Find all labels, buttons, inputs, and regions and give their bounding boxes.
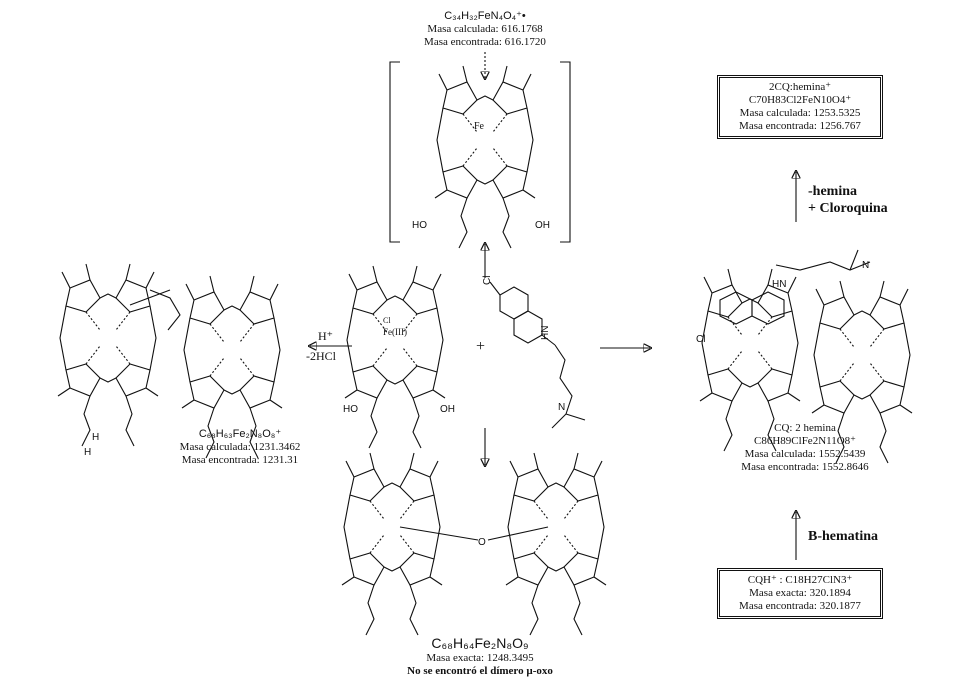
- bottom-formula: C₆₈H₆₄Fe₂N₈O₉: [431, 635, 529, 651]
- svg-text:Cl: Cl: [696, 334, 705, 345]
- bottom-mass-exact: Masa exacta: 1248.3495: [426, 652, 534, 664]
- left-arrow-bottom-label: -2HCl: [306, 349, 336, 363]
- right-mass-found: Masa encontrada: 1552.8646: [741, 461, 869, 473]
- right-label: CQ: 2 hemina: [774, 422, 836, 434]
- left-product-label: C₆₈H₆₃Fe₂N₈O₈⁺ Masa calculada: 1231.3462…: [165, 428, 315, 467]
- left-mass-calc: Masa calculada: 1231.3462: [179, 441, 301, 453]
- oxo-bridge-label: O: [478, 537, 486, 548]
- chloroquine-structure: [489, 281, 586, 429]
- top-product-label: C₃₄H₃₂FeN₄O₄⁺• Masa calculada: 616.1768 …: [395, 10, 575, 49]
- hemina-arrow-label: -hemina + Cloroquina: [808, 183, 888, 217]
- cqh-mass-found: Masa encontrada: 320.1877: [739, 600, 861, 612]
- adduct-mass-calc: Masa calculada: 1253.5325: [739, 107, 861, 119]
- right-mass-calc: Masa calculada: 1552.5439: [744, 448, 866, 460]
- adduct-mass-found: Masa encontrada: 1256.767: [739, 120, 861, 132]
- bracket-left: [389, 61, 400, 243]
- bottom-note: No se encontró el dímero µ-oxo: [407, 665, 553, 677]
- hemina-line-1: -hemina: [808, 184, 857, 199]
- left-dimer-structure: [57, 263, 283, 459]
- right-product-label: CQ: 2 hemina C86H89ClFe2N11O8⁺ Masa calc…: [725, 422, 885, 474]
- svg-text:HN: HN: [540, 326, 551, 340]
- top-fe-label: Fe: [474, 121, 484, 132]
- top-right-box: 2CQ:hemina⁺ C70H83Cl2FeN10O4⁺ Masa calcu…: [717, 75, 883, 139]
- hemina-line-2: + Cloroquina: [808, 201, 888, 216]
- svg-text:HO: HO: [412, 220, 427, 231]
- top-mass-calc: Masa calculada: 616.1768: [427, 23, 543, 35]
- plus-sign: +: [476, 338, 486, 355]
- adduct-formula-1: 2CQ:hemina⁺: [768, 81, 832, 93]
- central-hemin-structure: [344, 265, 446, 449]
- cqh-mass-exact: Masa exacta: 320.1894: [749, 587, 851, 599]
- right-formula: C86H89ClFe2N11O8⁺: [754, 435, 856, 447]
- bracket-right: [560, 61, 571, 243]
- top-porphyrin-structure: [434, 65, 536, 249]
- mu-oxo-dimer-structure: [341, 452, 607, 636]
- svg-text:HN: HN: [772, 279, 786, 290]
- center-fe-label: Fe(III): [383, 327, 407, 337]
- svg-text:H: H: [84, 447, 91, 458]
- svg-text:N: N: [862, 260, 869, 271]
- left-formula: C₆₈H₆₃Fe₂N₈O₈⁺: [198, 428, 282, 440]
- left-mass-found: Masa encontrada: 1231.31: [181, 454, 299, 466]
- top-mass-found: Masa encontrada: 616.1720: [424, 36, 546, 48]
- cqh-formula: CQH⁺ : C18H27ClN3⁺: [747, 574, 853, 586]
- svg-text:OH: OH: [535, 220, 550, 231]
- center-cl-label: Cl: [383, 316, 391, 325]
- svg-text:H: H: [92, 432, 99, 443]
- bottom-product-label: C₆₈H₆₄Fe₂N₈O₉ Masa exacta: 1248.3495 No …: [370, 635, 590, 678]
- adduct-formula-2: C70H83Cl2FeN10O4⁺: [748, 94, 852, 106]
- right-adduct-structure: [699, 249, 913, 464]
- left-arrow-top-label: H⁺: [318, 329, 333, 343]
- svg-text:OH: OH: [440, 404, 455, 415]
- bottom-right-box: CQH⁺ : C18H27ClN3⁺ Masa exacta: 320.1894…: [717, 568, 883, 619]
- top-formula: C₃₄H₃₂FeN₄O₄⁺•: [444, 10, 526, 22]
- svg-text:Cl: Cl: [482, 276, 493, 285]
- svg-text:N: N: [558, 402, 565, 413]
- bhematina-label: B-hematina: [808, 529, 878, 544]
- svg-text:HO: HO: [343, 404, 358, 415]
